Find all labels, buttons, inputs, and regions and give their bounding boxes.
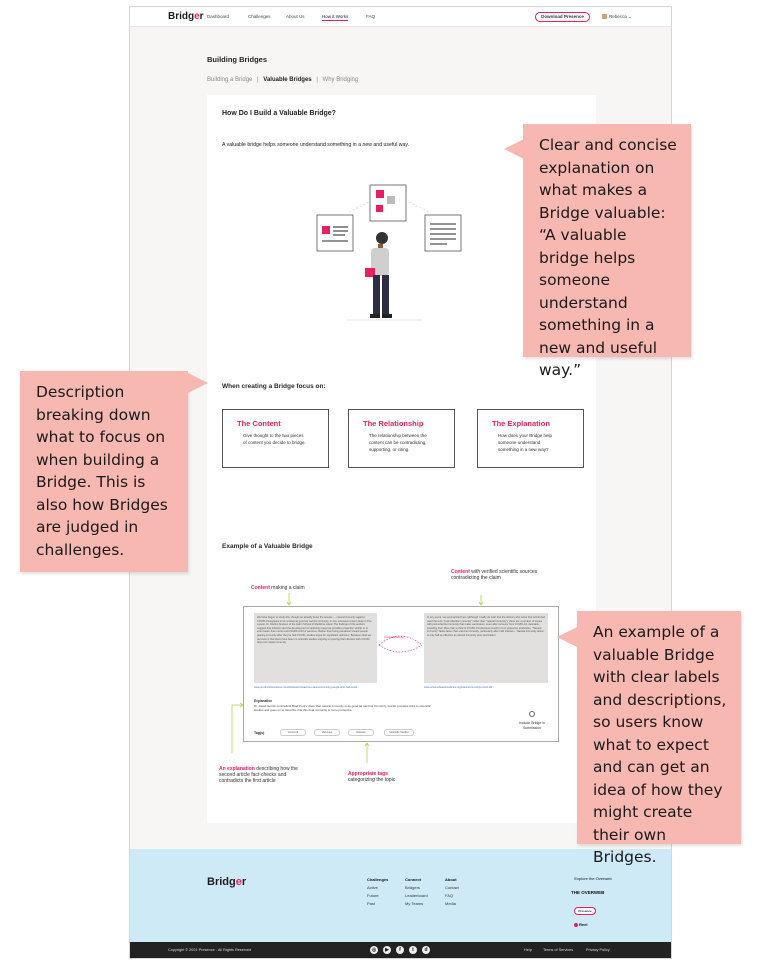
nav-challenges[interactable]: Challenges	[248, 14, 271, 19]
bottom-bar: Copyright © 2021 Presence - All Rights R…	[130, 942, 671, 958]
focus-card-relationship: The Relationship The relationship betwee…	[348, 409, 455, 468]
footer-link[interactable]: Past	[367, 901, 376, 906]
subnav: Building a Bridge | Valuable Bridges | W…	[207, 77, 361, 83]
footer-link[interactable]: Future	[367, 893, 379, 898]
annotation-content-sources: Content with verified scientific sources…	[451, 569, 538, 581]
tag-chip[interactable]: Disease	[348, 729, 374, 736]
include-bridge-radio[interactable]	[529, 711, 535, 717]
nav-faq[interactable]: FAQ	[366, 14, 376, 19]
bridge-connector	[378, 635, 423, 653]
subnav-divider: |	[316, 77, 318, 83]
callout-bottom-right: An example of a valuable Bridge with cle…	[577, 611, 741, 866]
youtube-icon[interactable]: ▶	[383, 946, 391, 954]
nav-how-it-works[interactable]: How it Works	[322, 14, 349, 21]
source-link[interactable]: www.productsforscience.com/articles/coro…	[254, 686, 360, 689]
facebook-icon[interactable]: f	[396, 946, 404, 954]
callout-tail	[504, 139, 524, 159]
footer-link[interactable]: Media	[445, 901, 456, 906]
logo[interactable]: Bridger	[168, 11, 204, 22]
user-name: Rebecca	[609, 14, 627, 19]
explanation-label: Explanation	[254, 699, 273, 703]
annotation-content-claim: Content making a claim	[251, 585, 305, 591]
source-link[interactable]: www.sciencebasedmedicine.org/natural-imm…	[424, 686, 493, 689]
footer-column-connect: Connect Bridgers Leaderboard My Teams	[405, 876, 428, 908]
nav-dashboard[interactable]: Dashboard	[207, 14, 230, 19]
footer-link[interactable]: Leaderboard	[405, 893, 428, 898]
focus-card-title: The Content	[237, 419, 281, 428]
discord-icon[interactable]: d	[422, 946, 430, 954]
footer-heading: About	[445, 877, 457, 882]
focus-card-desc: Give thought to the two pieces of conten…	[243, 433, 306, 445]
focus-card-explanation: The Explanation How does your Bridge hel…	[477, 409, 584, 468]
page-title: Building Bridges	[207, 55, 267, 64]
help-link[interactable]: Help	[524, 948, 532, 952]
copyright: Copyright © 2021 Presence - All Rights R…	[168, 948, 252, 952]
focus-card-desc: The relationship between the content can…	[369, 433, 427, 452]
footer-heading: Challenges	[367, 877, 389, 882]
privacy-link[interactable]: Privacy Policy	[586, 948, 610, 952]
reel-icon	[574, 922, 578, 927]
user-menu[interactable]: Rebecca ⌄	[602, 14, 632, 20]
callout-tail	[188, 373, 208, 393]
tags-label: Tag(s)	[254, 731, 265, 735]
subnav-valuable-bridges[interactable]: Valuable Bridges	[263, 77, 312, 83]
footer-logo[interactable]: Bridger	[207, 876, 247, 888]
footer-column-challenges: Challenges Active Future Past	[367, 876, 388, 908]
person-with-documents-illustration	[316, 184, 462, 321]
article-card-contradicting: In any event, we summarized here (althou…	[424, 613, 548, 683]
footer-column-about: About Contact FAQ Media	[445, 876, 459, 908]
callout-top-right: Clear and concise explanation on what ma…	[523, 124, 691, 379]
download-presence-button[interactable]: Download Presence	[535, 12, 590, 22]
subnav-divider: |	[257, 77, 259, 83]
instagram-icon[interactable]: ◎	[370, 946, 378, 954]
section-heading: How Do I Build a Valuable Bridge?	[222, 110, 336, 117]
presence-button[interactable]: Presence	[574, 907, 596, 915]
explanation-text: Dr. David Gorski contradicts Brad Pool's…	[254, 704, 431, 712]
focus-card-content: The Content Give thought to the two piec…	[222, 409, 329, 468]
explore-overweb-label: Explore the Overweb	[574, 876, 612, 881]
connector-label: Contradicted By	[384, 635, 404, 639]
footer-heading: Connect	[405, 877, 421, 882]
include-bridge-label: Include Bridge in Submission	[518, 721, 546, 730]
footer-link[interactable]: FAQ	[445, 893, 454, 898]
section-description: A valuable bridge helps someone understa…	[222, 142, 410, 148]
callout-left: Description breaking down what to focus …	[20, 371, 188, 572]
focus-card-desc: How does your Bridge help someone unders…	[498, 433, 553, 452]
twitter-icon[interactable]: t	[409, 946, 417, 954]
article-card-claim: We have begun to study this, though we a…	[254, 613, 377, 683]
footer-link[interactable]: My Teams	[405, 901, 424, 906]
example-bridge: We have begun to study this, though we a…	[243, 606, 559, 742]
annotation-explanation: An explanation describing how the second…	[219, 766, 298, 784]
footer-link[interactable]: Contact	[445, 885, 459, 890]
callout-tail	[557, 627, 577, 647]
tag-chip[interactable]: Covid-19	[280, 729, 306, 736]
subnav-building-a-bridge[interactable]: Building a Bridge	[207, 77, 253, 83]
nav-about-us[interactable]: About Us	[286, 14, 305, 19]
avatar	[602, 14, 607, 20]
focus-card-title: The Explanation	[492, 419, 550, 428]
terms-link[interactable]: Terms of Services	[543, 948, 574, 952]
subnav-why-bridging[interactable]: Why Bridging	[322, 77, 359, 83]
footer-link[interactable]: Bridgers	[405, 885, 420, 890]
example-heading: Example of a Valuable Bridge	[222, 543, 313, 550]
tag-chip[interactable]: Scientific Studies	[384, 729, 414, 736]
tag-chip[interactable]: Vaccines	[314, 729, 340, 736]
footer: Bridger Challenges Active Future Past Co…	[130, 849, 671, 942]
reel-link[interactable]: Reel	[574, 922, 587, 927]
overweb-logo[interactable]: THE OVERWEB	[571, 890, 605, 895]
focus-card-title: The Relationship	[363, 419, 424, 428]
footer-link[interactable]: Active	[367, 885, 378, 890]
chevron-down-icon: ⌄	[628, 14, 632, 19]
focus-heading: When creating a Bridge focus on:	[222, 383, 326, 390]
top-nav: Bridger Dashboard Challenges About Us Ho…	[130, 7, 671, 27]
